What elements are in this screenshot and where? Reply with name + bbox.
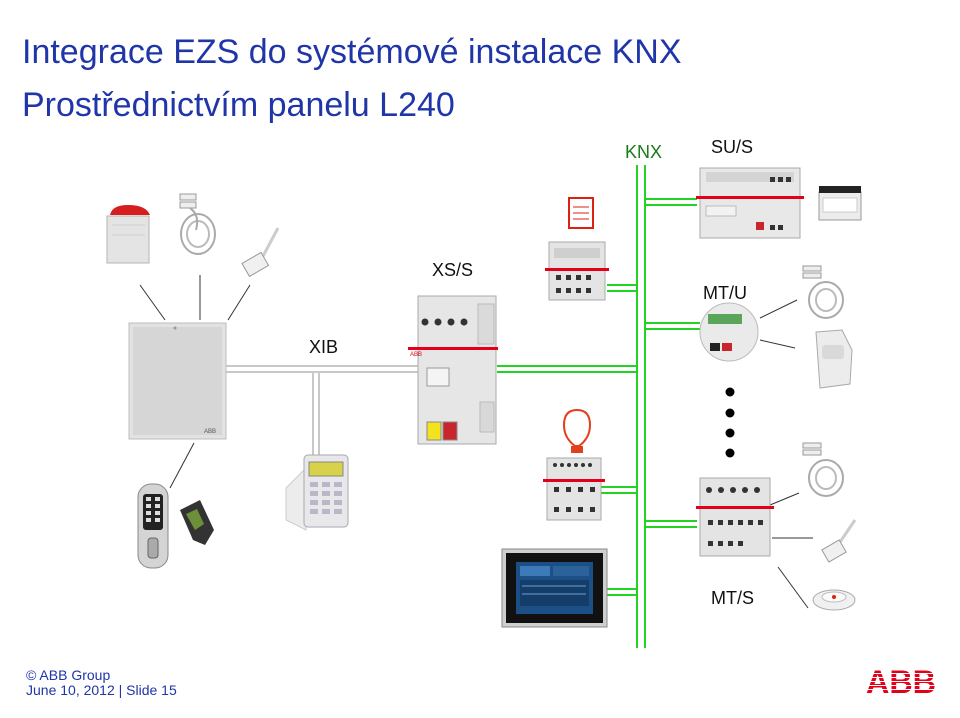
- key-tag-icon: [180, 500, 214, 545]
- xss-module-icon: ABB: [408, 296, 498, 444]
- xib-label: XIB: [309, 337, 338, 358]
- keypad-icon: [286, 455, 348, 530]
- svg-text:ABB: ABB: [410, 352, 422, 358]
- touch-panel-icon: [502, 549, 607, 627]
- magnetic-contact-icon: [803, 443, 843, 496]
- sus-power-supply-icon: [696, 168, 804, 238]
- magnetic-contact-icon: [180, 194, 215, 254]
- svg-text:ABB: ABB: [204, 429, 216, 435]
- mtu-label: MT/U: [703, 283, 747, 304]
- pir-detector-icon: [816, 330, 852, 388]
- din-module-icon: [545, 242, 609, 300]
- svg-text:ABB: ABB: [866, 666, 936, 696]
- mts-label: MT/S: [711, 588, 754, 609]
- date-slide-text: June 10, 2012 | Slide 15: [26, 683, 177, 698]
- alarm-panel-icon: ABB: [129, 323, 226, 439]
- sus-label: SU/S: [711, 137, 753, 158]
- glass-break-sensor-icon: [242, 228, 278, 276]
- xss-label: XS/S: [432, 260, 473, 281]
- xib-bus: [225, 366, 418, 455]
- mts-module-icon: [696, 478, 774, 556]
- slide-footer: © ABB Group June 10, 2012 | Slide 15: [26, 668, 177, 698]
- universal-interface-icon: [700, 303, 758, 361]
- smoke-detector-icon: [813, 590, 855, 610]
- knx-label: KNX: [625, 142, 662, 163]
- battery-icon: [819, 186, 861, 220]
- flashing-light-icon: [569, 198, 593, 228]
- more-devices-dots: [726, 388, 735, 458]
- light-bulb-icon: [564, 410, 590, 453]
- siren-icon: [107, 205, 150, 263]
- key-reader-icon: [138, 484, 168, 568]
- abb-logo: ABB: [866, 666, 936, 696]
- din-module-icon: [543, 458, 605, 520]
- glass-break-sensor-icon: [822, 520, 855, 562]
- copyright-text: © ABB Group: [26, 668, 177, 683]
- magnetic-contact-icon: [803, 266, 843, 318]
